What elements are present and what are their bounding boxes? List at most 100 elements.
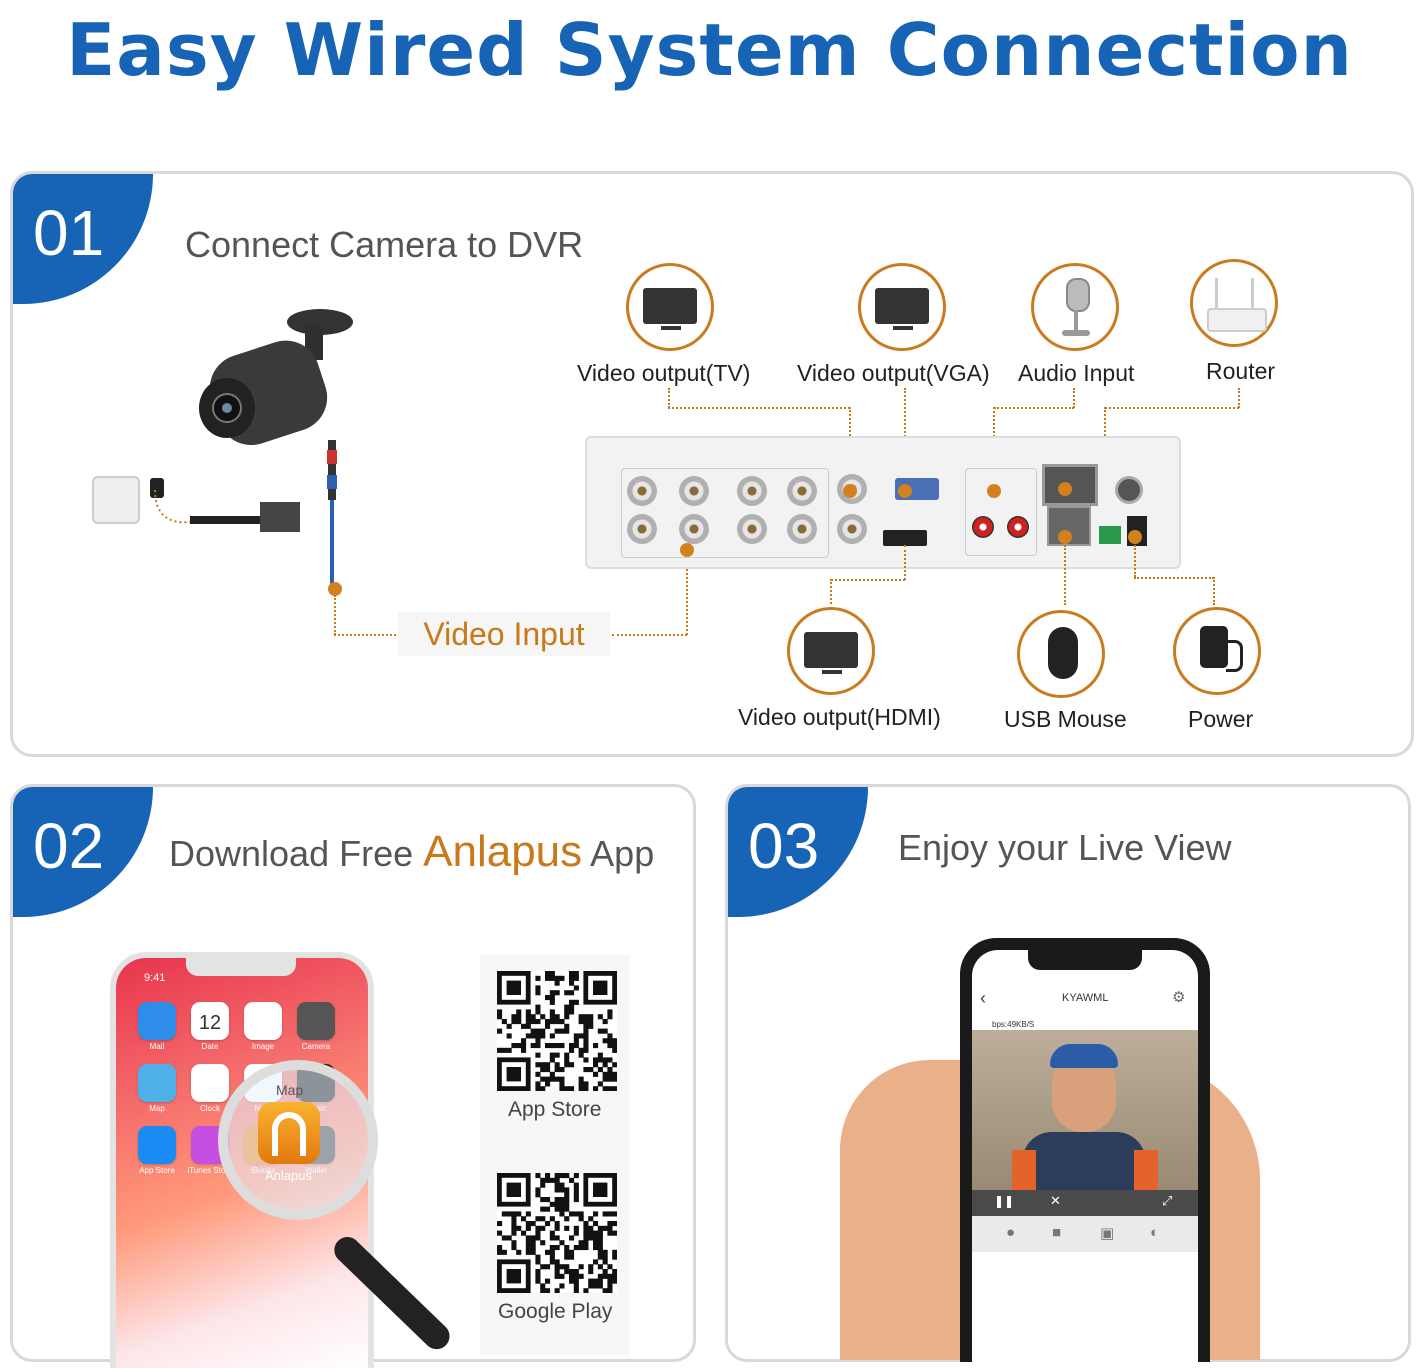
qr-module xyxy=(559,1240,565,1246)
qr-module xyxy=(602,1211,608,1217)
qr-module xyxy=(525,1221,531,1227)
qr-module xyxy=(506,980,521,995)
qr-module xyxy=(497,1245,503,1251)
qr-module xyxy=(540,1197,546,1203)
qr-module xyxy=(545,1249,551,1255)
qr-module xyxy=(535,975,541,981)
qr-module xyxy=(607,1057,613,1063)
qr-module xyxy=(549,1057,555,1063)
qr-module xyxy=(559,975,565,981)
connector-line xyxy=(1213,577,1216,605)
qr-module xyxy=(559,1264,565,1270)
app-icon[interactable] xyxy=(138,1126,176,1164)
qr-module xyxy=(583,1225,589,1231)
qr-module xyxy=(583,1067,589,1073)
app-icon[interactable] xyxy=(244,1002,282,1040)
qr-module xyxy=(569,971,575,977)
qr-module xyxy=(554,1028,560,1034)
qr-module xyxy=(578,1216,584,1222)
app-icon[interactable] xyxy=(191,1064,229,1102)
qr-module xyxy=(597,1273,603,1279)
qr-module xyxy=(511,1211,517,1217)
qr-module xyxy=(535,1009,541,1015)
mute-icon[interactable]: ✕ xyxy=(1050,1193,1061,1208)
qr-module xyxy=(497,1014,503,1020)
connector-line xyxy=(1073,388,1076,408)
qr-module xyxy=(593,1071,599,1077)
qr-module xyxy=(612,1273,617,1279)
label-router: Router xyxy=(1206,358,1276,384)
qr-module xyxy=(511,1245,517,1251)
record-icon[interactable]: ■ xyxy=(1052,1224,1062,1241)
qr-module xyxy=(578,1052,584,1058)
qr-module xyxy=(559,1197,565,1203)
qr-module xyxy=(578,1086,584,1091)
qr-module xyxy=(559,1173,565,1179)
settings-icon[interactable]: ⚙ xyxy=(1172,989,1186,1006)
snapshot-icon[interactable]: ▣ xyxy=(1100,1225,1115,1242)
qr-module xyxy=(583,1019,589,1025)
qr-module xyxy=(530,1221,536,1227)
app-icon[interactable] xyxy=(138,1064,176,1102)
qr-module xyxy=(564,1014,570,1020)
qr-module xyxy=(607,1033,613,1039)
qr-module xyxy=(516,1249,522,1255)
brand-name: Anlapus xyxy=(423,827,583,876)
qr-module xyxy=(597,1081,603,1087)
back-icon[interactable]: ‹ xyxy=(980,988,986,1008)
qr-module xyxy=(612,1071,617,1077)
qr-module xyxy=(564,1245,570,1251)
pause-icon[interactable]: ❚❚ xyxy=(994,1194,1015,1208)
qr-module xyxy=(588,1278,594,1284)
qr-module xyxy=(597,1254,603,1260)
app-icon[interactable]: 12 xyxy=(191,1002,229,1040)
qr-module xyxy=(516,1225,522,1231)
qr-module xyxy=(573,1038,579,1044)
qr-module xyxy=(593,1259,599,1265)
qr-module xyxy=(564,1009,570,1015)
router-icon xyxy=(1190,259,1278,347)
qr-module xyxy=(535,990,541,996)
microphone-icon[interactable]: ● xyxy=(1006,1224,1016,1241)
qr-module xyxy=(540,1240,546,1246)
qr-module xyxy=(607,1230,613,1236)
qr-module xyxy=(549,975,555,981)
qr-module xyxy=(564,1057,570,1063)
qr-module xyxy=(612,1221,617,1227)
app-icon[interactable] xyxy=(297,1002,335,1040)
qr-module xyxy=(516,1014,522,1020)
app-label: Map xyxy=(149,1104,165,1113)
qr-module xyxy=(583,1033,589,1039)
port-dot-power xyxy=(1128,530,1142,544)
qr-module xyxy=(540,1264,546,1270)
qr-module xyxy=(497,1028,503,1034)
qr-module xyxy=(569,1047,575,1053)
fullscreen-icon[interactable]: ⤢ xyxy=(1162,1193,1173,1208)
playback-icon[interactable]: ◐ xyxy=(1150,1224,1160,1241)
qr-module xyxy=(516,1009,522,1015)
qr-module xyxy=(559,1081,565,1087)
qr-module xyxy=(569,1278,575,1284)
qr-module xyxy=(549,1014,555,1020)
qr-module xyxy=(564,1004,570,1010)
port-dot-vga xyxy=(898,484,912,498)
app-icon[interactable] xyxy=(138,1002,176,1040)
qr-module xyxy=(540,1225,546,1231)
port-dot-video-out xyxy=(843,484,857,498)
qr-module xyxy=(549,1009,555,1015)
magnifier-top-label: Map xyxy=(276,1082,304,1098)
qr-module xyxy=(578,1014,584,1020)
qr-module xyxy=(559,1206,565,1212)
qr-module xyxy=(554,1197,560,1203)
qr-module xyxy=(597,1057,603,1063)
connector-line xyxy=(1238,388,1241,408)
qr-module xyxy=(521,1047,527,1053)
qr-module xyxy=(545,1264,551,1270)
qr-module xyxy=(554,1225,560,1231)
qr-module xyxy=(583,1288,589,1293)
label-usb-mouse: USB Mouse xyxy=(1004,706,1127,732)
qr-module xyxy=(564,1023,570,1029)
qr-module xyxy=(535,1254,541,1260)
qr-module xyxy=(583,1086,589,1091)
app-label: App Store xyxy=(139,1166,175,1175)
